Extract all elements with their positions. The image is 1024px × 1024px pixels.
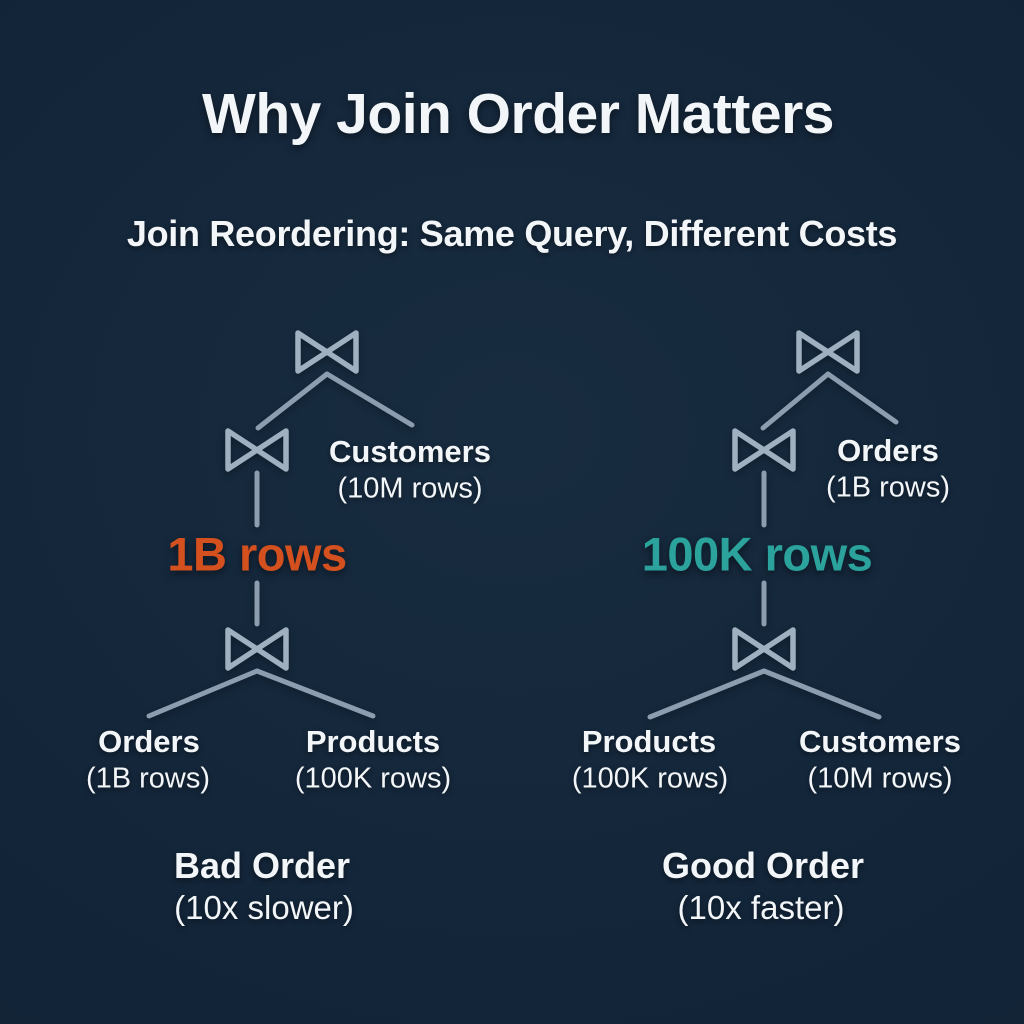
good-mid-leaf-name: Orders bbox=[837, 433, 939, 468]
join-bowtie-icon bbox=[228, 431, 286, 469]
page-subtitle: Join Reordering: Same Query, Different C… bbox=[126, 213, 898, 254]
good-left-leaf-rows: (100K rows) bbox=[571, 762, 729, 795]
tree-edge bbox=[255, 371, 330, 431]
page-title: Why Join Order Matters bbox=[202, 82, 834, 146]
good-intermediate-rows: 100K rows bbox=[641, 527, 873, 581]
bad-order-caption: Bad Order bbox=[173, 845, 351, 886]
bad-left-leaf-rows: (1B rows) bbox=[85, 762, 211, 795]
good-order-caption: Good Order bbox=[661, 845, 865, 886]
good-order-caption-note: (10x faster) bbox=[677, 889, 845, 926]
bad-mid-leaf-name: Customers bbox=[329, 434, 491, 469]
join-bowtie-icon bbox=[799, 333, 857, 371]
join-bowtie-icon bbox=[735, 431, 793, 469]
bad-left-leaf-name: Orders bbox=[98, 724, 200, 759]
bad-order-caption-note: (10x slower) bbox=[174, 889, 354, 926]
good-left-leaf-name: Products bbox=[581, 724, 717, 759]
tree-edge bbox=[761, 668, 882, 720]
join-bowtie-icon bbox=[735, 630, 793, 668]
join-bowtie-icon bbox=[298, 333, 356, 371]
bad-right-leaf-name: Products bbox=[305, 724, 441, 759]
tree-edge bbox=[825, 371, 899, 425]
tree-edge bbox=[254, 668, 376, 719]
good-right-leaf-rows: (10M rows) bbox=[807, 762, 953, 795]
bad-mid-leaf-rows: (10M rows) bbox=[337, 472, 483, 505]
tree-edge bbox=[324, 371, 415, 428]
good-right-leaf-name: Customers bbox=[799, 724, 961, 759]
bad-right-leaf-rows: (100K rows) bbox=[294, 762, 452, 795]
good-order-tree bbox=[647, 333, 899, 720]
bad-order-tree bbox=[146, 333, 415, 719]
tree-edge bbox=[760, 371, 831, 431]
tree-edge bbox=[146, 668, 260, 719]
join-bowtie-icon bbox=[228, 630, 286, 668]
good-mid-leaf-rows: (1B rows) bbox=[825, 471, 951, 504]
tree-edge bbox=[647, 668, 767, 720]
bad-intermediate-rows: 1B rows bbox=[167, 527, 347, 581]
